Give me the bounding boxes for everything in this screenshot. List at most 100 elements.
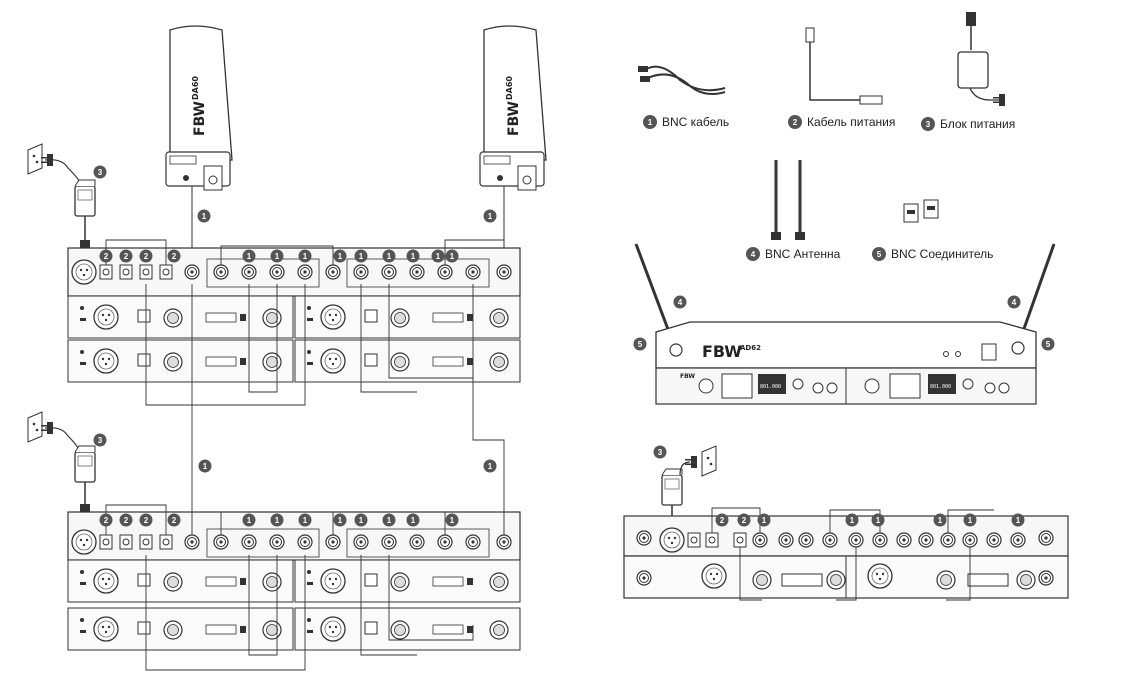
- callout-badge-number: 3: [98, 168, 103, 177]
- callout-badge-number: 1: [387, 516, 392, 525]
- legend-num-5: 5: [877, 250, 882, 259]
- callout-badge-1: 1: [354, 249, 368, 263]
- legend-label-2: Кабель питания: [807, 115, 895, 129]
- distributor-brand: FBW: [702, 342, 742, 361]
- callout-badge-1: 1: [845, 513, 859, 527]
- callout-badge-number: 1: [247, 516, 252, 525]
- callout-badge-number: 1: [450, 516, 455, 525]
- callout-badge-number: 1: [938, 516, 943, 525]
- callout-badge-2: 2: [167, 513, 181, 527]
- callout-badge-number: 3: [658, 448, 663, 457]
- power-top: [27, 143, 96, 248]
- callout-badge-number: 1: [303, 252, 308, 261]
- callout-badge-1: 1: [483, 459, 497, 473]
- callout-badge-1: 1: [483, 209, 497, 223]
- antenna-brand-2: FBW: [506, 101, 522, 136]
- callout-badge-number: 1: [247, 252, 252, 261]
- callout-badge-1: 1: [333, 249, 347, 263]
- callout-badge-number: 1: [303, 516, 308, 525]
- callout-badge-number: 1: [876, 516, 881, 525]
- callout-badge-number: 1: [387, 252, 392, 261]
- power-bottom: [27, 411, 96, 512]
- callout-badge-2: 2: [99, 249, 113, 263]
- legend-item-4: 4 BNC Антенна: [746, 247, 841, 261]
- callout-badge-2: 2: [139, 513, 153, 527]
- callout-badge-number: 1: [968, 516, 973, 525]
- rack-stack-top: [67, 247, 521, 382]
- callout-badge-3: 3: [93, 165, 107, 179]
- callout-badge-2: 2: [99, 513, 113, 527]
- legend-label-4: BNC Антенна: [765, 247, 841, 261]
- callout-badge-2: 2: [737, 513, 751, 527]
- callout-badge-1: 1: [382, 513, 396, 527]
- accessory-bnc-connector: [903, 199, 939, 223]
- callout-badge-number: 2: [144, 516, 149, 525]
- callout-badge-number: 2: [172, 252, 177, 261]
- receiver-front-2: 801.000: [864, 373, 1010, 399]
- callout-badge-1: 1: [933, 513, 947, 527]
- callout-badge-number: 2: [104, 516, 109, 525]
- callout-badge-1: 1: [382, 249, 396, 263]
- receiver-display-2: 801.000: [930, 384, 951, 390]
- callout-badge-2: 2: [119, 513, 133, 527]
- callout-badge-1: 1: [198, 459, 212, 473]
- callout-badge-1: 1: [242, 249, 256, 263]
- callout-badge-1: 1: [354, 513, 368, 527]
- legend-label-1: BNC кабель: [662, 115, 729, 129]
- callout-badge-1: 1: [270, 513, 284, 527]
- legend-item-5: 5 BNC Соединитель: [872, 247, 993, 261]
- callout-badge-number: 2: [742, 516, 747, 525]
- callout-badge-5: 5: [633, 337, 647, 351]
- callout-badge-number: 1: [1016, 516, 1021, 525]
- callout-badge-1: 1: [298, 249, 312, 263]
- callout-badge-5: 5: [1041, 337, 1055, 351]
- callout-badge-1: 1: [406, 249, 420, 263]
- callout-badge-1: 1: [1011, 513, 1025, 527]
- rack-stack-bottom: [67, 511, 521, 650]
- rack-cables-top: [105, 239, 505, 520]
- callout-badge-number: 1: [202, 212, 207, 221]
- callout-badge-number: 1: [488, 212, 493, 221]
- callout-badge-1: 1: [270, 249, 284, 263]
- callout-badge-4: 4: [1007, 295, 1021, 309]
- callout-badge-3: 3: [93, 433, 107, 447]
- callout-badge-1: 1: [333, 513, 347, 527]
- callout-badge-1: 1: [406, 513, 420, 527]
- accessory-power-cable: [805, 27, 883, 105]
- callout-badge-number: 1: [275, 516, 280, 525]
- legend-label-3: Блок питания: [940, 117, 1015, 131]
- callout-badge-1: 1: [431, 249, 445, 263]
- callout-badge-1: 1: [445, 249, 459, 263]
- callout-badge-number: 1: [411, 252, 416, 261]
- rear-view-rack: [623, 515, 1069, 599]
- callout-badge-2: 2: [167, 249, 181, 263]
- receiver-display: 801.000: [760, 384, 781, 390]
- legend-num-3: 3: [926, 120, 931, 129]
- antenna-left: FBW DA60: [165, 25, 233, 191]
- callout-badge-number: 5: [638, 340, 643, 349]
- callout-badge-number: 1: [762, 516, 767, 525]
- callout-badge-1: 1: [197, 209, 211, 223]
- antenna-right: FBW DA60: [479, 25, 547, 191]
- callout-badge-2: 2: [715, 513, 729, 527]
- callout-badge-1: 1: [298, 513, 312, 527]
- callout-badge-4: 4: [673, 295, 687, 309]
- callout-badge-number: 1: [359, 252, 364, 261]
- callout-badge-number: 1: [450, 252, 455, 261]
- accessory-bnc-cable: [638, 65, 726, 95]
- legend-item-1: 1 BNC кабель: [643, 115, 729, 129]
- rear-view-power: [661, 445, 717, 520]
- legend-num-1: 1: [648, 118, 653, 127]
- legend-item-2: 2 Кабель питания: [788, 115, 895, 129]
- callout-badge-number: 1: [338, 516, 343, 525]
- callout-badge-number: 2: [172, 516, 177, 525]
- callout-badge-number: 1: [488, 462, 493, 471]
- accessory-legend: 1 BNC кабель 2 Кабель питания 3 Блок пит…: [643, 115, 1015, 261]
- receiver-front-1: FBW 801.000: [680, 373, 838, 399]
- legend-num-4: 4: [751, 250, 756, 259]
- callout-badge-number: 2: [104, 252, 109, 261]
- callout-badge-number: 2: [124, 516, 129, 525]
- callout-badge-1: 1: [242, 513, 256, 527]
